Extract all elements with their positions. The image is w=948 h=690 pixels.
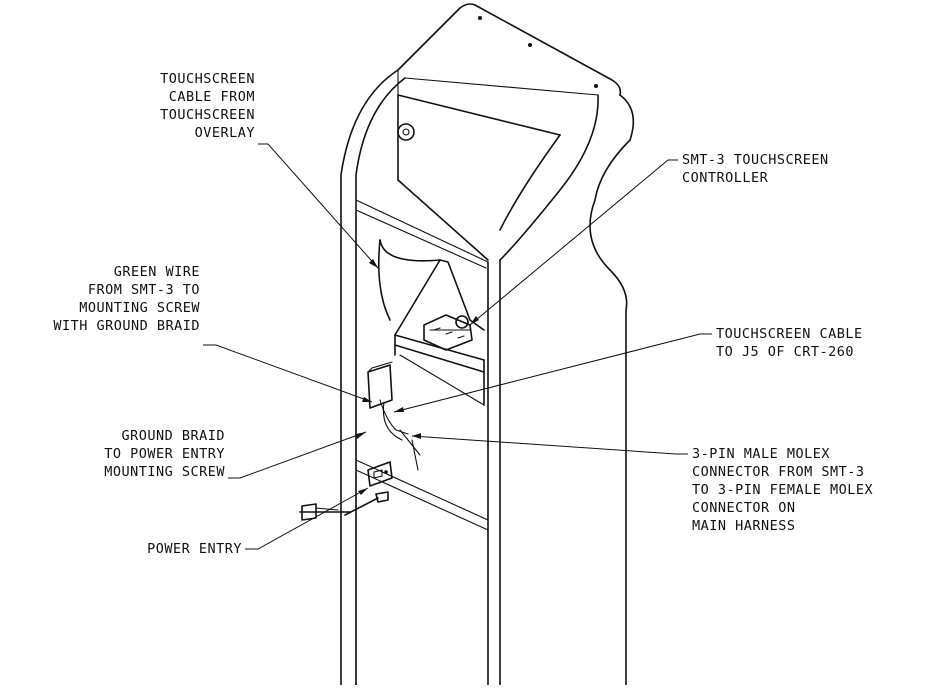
- leader-cable-j5: [393, 333, 712, 413]
- callout-line: MOUNTING SCREW: [79, 300, 200, 316]
- callout-cable-j5: TOUCHSCREEN CABLE TO J5 OF CRT-260: [716, 325, 863, 361]
- callout-line: GREEN WIRE: [113, 264, 200, 280]
- leader-green-wire: [203, 344, 373, 403]
- power-cord: [299, 491, 389, 521]
- callout-line: SMT-3 TOUCHSCREEN: [682, 152, 829, 168]
- callout-line: MAIN HARNESS: [692, 518, 796, 534]
- callout-line: MOUNTING SCREW: [104, 464, 225, 480]
- cabinet-outline: [340, 3, 635, 690]
- leader-power-entry: [245, 487, 369, 550]
- callout-line: TOUCHSCREEN CABLE: [716, 326, 863, 342]
- power-entry-module: [367, 461, 393, 487]
- callout-ground-braid: GROUND BRAID TO POWER ENTRY MOUNTING SCR…: [70, 427, 225, 481]
- callout-line: CONTROLLER: [682, 170, 769, 186]
- callout-line: OVERLAY: [194, 125, 255, 141]
- cables: [379, 399, 421, 471]
- lock-icon: [397, 123, 415, 141]
- callout-line: POWER ENTRY: [147, 541, 242, 557]
- callout-line: TOUCHSCREEN: [160, 71, 255, 87]
- callout-line: 3-PIN MALE MOLEX: [692, 446, 831, 462]
- leader-ground-braid: [228, 431, 367, 479]
- callout-line: TO 3-PIN FEMALE MOLEX: [692, 482, 874, 498]
- callout-line: CONNECTOR ON: [692, 500, 796, 516]
- callout-green-wire: GREEN WIRE FROM SMT-3 TO MOUNTING SCREW …: [20, 263, 200, 335]
- callout-smt3-controller: SMT-3 TOUCHSCREEN CONTROLLER: [682, 151, 829, 187]
- callout-touchscreen-cable: TOUCHSCREEN CABLE FROM TOUCHSCREEN OVERL…: [110, 70, 255, 142]
- callout-line: CABLE FROM: [168, 89, 255, 105]
- callout-line: TOUCHSCREEN: [160, 107, 255, 123]
- power-supply-box: [367, 361, 393, 409]
- leader-molex: [411, 433, 688, 455]
- smt3-controller: [423, 314, 473, 351]
- leader-touchscreen-cable: [258, 143, 379, 269]
- top-holes: [478, 16, 598, 88]
- callout-power-entry: POWER ENTRY: [100, 540, 242, 558]
- callout-molex: 3-PIN MALE MOLEX CONNECTOR FROM SMT-3 TO…: [692, 445, 873, 535]
- callout-line: WITH GROUND BRAID: [53, 318, 200, 334]
- callout-line: GROUND BRAID: [121, 428, 225, 444]
- leader-smt3-controller: [469, 159, 678, 326]
- callout-line: FROM SMT-3 TO: [87, 282, 200, 298]
- callout-line: TO POWER ENTRY: [104, 446, 225, 462]
- callout-line: TO J5 OF CRT-260: [716, 344, 855, 360]
- callout-line: CONNECTOR FROM SMT-3: [692, 464, 865, 480]
